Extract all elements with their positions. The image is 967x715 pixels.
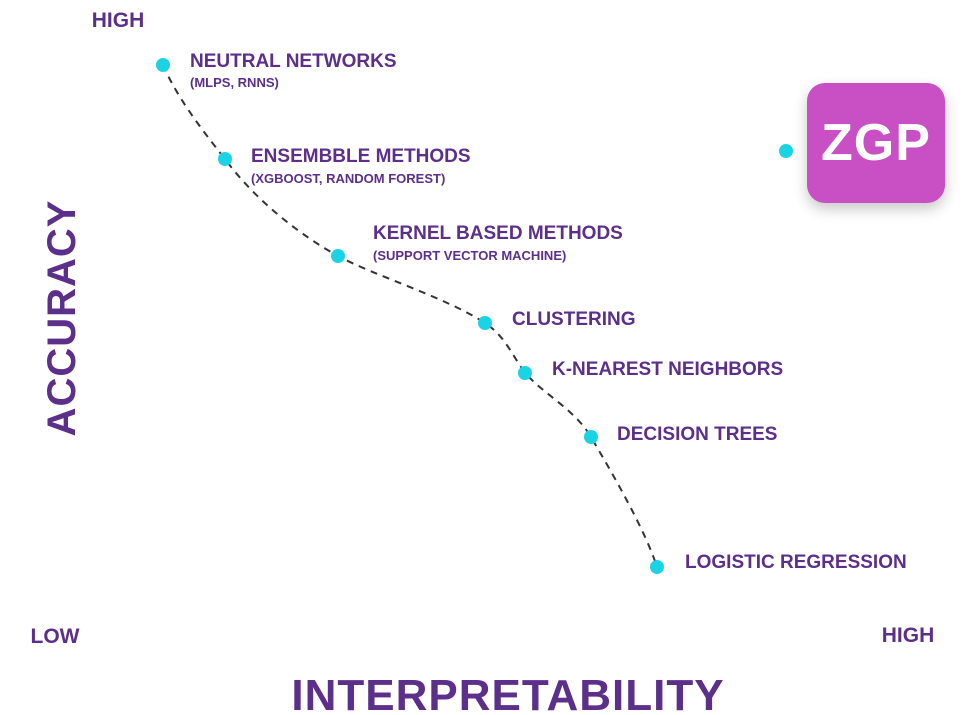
point-label: LOGISTIC REGRESSION	[685, 552, 907, 573]
x-axis-high-label: HIGH	[882, 624, 935, 647]
point-label: CLUSTERING	[512, 309, 636, 330]
point-label: ENSEMBBLE METHODS	[251, 146, 471, 167]
point-marker	[218, 152, 232, 166]
point-sublabel: (XGBOOST, RANDOM FOREST)	[251, 171, 445, 186]
point-sublabel: (SUPPORT VECTOR MACHINE)	[373, 248, 566, 263]
y-axis-high-label: HIGH	[92, 9, 145, 32]
x-axis-title: INTERPRETABILITY	[291, 671, 724, 715]
point-label: K-NEAREST NEIGHBORS	[552, 359, 783, 380]
point-marker	[331, 249, 345, 263]
point-marker	[478, 316, 492, 330]
logo-dot	[779, 144, 793, 158]
point-marker	[156, 58, 170, 72]
point-label: NEUTRAL NETWORKS	[190, 51, 397, 72]
point-marker	[584, 430, 598, 444]
logo-text: ZGP	[821, 114, 931, 172]
x-axis-low-label: LOW	[31, 625, 80, 648]
zgp-logo: ZGP	[807, 83, 945, 203]
point-label: KERNEL BASED METHODS	[373, 223, 623, 244]
point-sublabel: (MLPS, RNNS)	[190, 75, 279, 90]
point-marker	[518, 366, 532, 380]
points-layer: NEUTRAL NETWORKS (MLPS, RNNS) ENSEMBBLE ME…	[156, 51, 907, 574]
y-axis-title: ACCURACY	[40, 200, 84, 437]
point-marker	[650, 560, 664, 574]
point-label: DECISION TREES	[617, 424, 777, 445]
